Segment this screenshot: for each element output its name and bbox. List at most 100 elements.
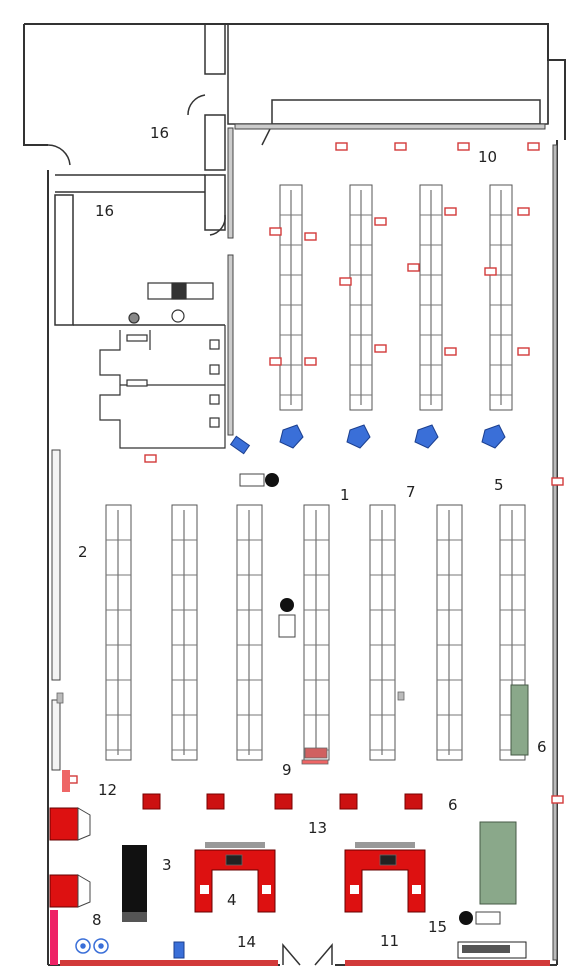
case-b-shelf xyxy=(77,874,91,908)
hatched-wall-right xyxy=(552,144,558,961)
register-15-inner xyxy=(462,945,510,953)
label-14: 14 xyxy=(237,933,256,951)
washroom-outline xyxy=(99,325,226,449)
hatched-walls xyxy=(51,123,558,961)
red-tag-7 xyxy=(304,357,317,366)
label-2: 2 xyxy=(78,543,88,561)
storage-room-main xyxy=(227,23,549,125)
room-16-left-block xyxy=(54,194,74,326)
camera-symbol-b xyxy=(280,598,294,612)
label-13: 13 xyxy=(308,819,327,837)
camera-b-base xyxy=(278,614,296,638)
washroom-area xyxy=(99,282,226,449)
blue-station-2 xyxy=(346,424,371,449)
red-tag-9 xyxy=(374,217,387,226)
red-tag-13 xyxy=(444,207,457,216)
aisle-5-mark xyxy=(397,691,405,701)
upper-racks xyxy=(279,184,513,411)
counter-device xyxy=(171,282,187,300)
counter-4-sq-a xyxy=(200,885,209,894)
label-6b: 6 xyxy=(448,796,458,814)
label-12: 12 xyxy=(98,781,117,799)
blue-device-14 xyxy=(173,941,185,959)
hatched-wall-top xyxy=(234,123,546,130)
area-labels: 1 2 3 4 5 6 6 7 8 9 10 11 12 13 14 15 16… xyxy=(78,124,547,951)
label-4: 4 xyxy=(227,891,237,909)
lower-racks xyxy=(105,504,526,761)
hatched-wall-vert-a xyxy=(227,127,234,239)
door-arc-b xyxy=(209,214,226,236)
label-16a: 16 xyxy=(150,124,169,142)
fridges xyxy=(479,684,529,905)
entrance-doors xyxy=(282,942,333,966)
hatched-wall-left xyxy=(51,449,61,681)
blue-station-4 xyxy=(481,424,506,449)
display-stand-5 xyxy=(404,793,423,810)
misc-marks xyxy=(56,691,405,866)
red-tag-21 xyxy=(551,795,564,804)
fridge-6-lower xyxy=(479,821,517,905)
red-tag-16 xyxy=(517,207,530,216)
cart-b-dot xyxy=(98,943,104,949)
counter-4-device xyxy=(225,854,243,866)
counter-13-sq-b xyxy=(412,885,421,894)
stall-label-b xyxy=(126,379,148,387)
red-tag-8 xyxy=(269,357,282,366)
door-arc-c xyxy=(47,144,71,166)
sink-a xyxy=(128,312,140,324)
camera-c-base xyxy=(475,911,501,925)
red-tag-6 xyxy=(304,232,317,241)
red-tag-12 xyxy=(407,263,420,272)
freezer-3-body xyxy=(122,845,147,920)
storage-column-b xyxy=(204,114,226,171)
left-red-strip xyxy=(50,910,58,965)
counter-4-top-strip xyxy=(205,842,265,848)
label-3: 3 xyxy=(162,856,172,874)
rack-4-end-mark xyxy=(304,747,328,759)
red-tag-20 xyxy=(551,477,564,486)
red-tag-11 xyxy=(374,344,387,353)
red-tag-18 xyxy=(144,454,157,463)
label-8: 8 xyxy=(92,911,102,929)
rack-shelf-dividers xyxy=(106,214,525,751)
entrance-door-left xyxy=(282,942,301,966)
label-11: 11 xyxy=(380,932,399,950)
label-7: 7 xyxy=(406,483,416,501)
left-upper-red-strip xyxy=(62,770,70,792)
case-a-shelf xyxy=(77,807,91,841)
counter-13-device xyxy=(379,854,397,866)
entrance-door-right xyxy=(314,942,333,966)
display-stands xyxy=(142,793,423,810)
camera-symbol-c xyxy=(459,911,473,925)
door-arc-a xyxy=(187,94,206,116)
counter-13-sq-a xyxy=(350,885,359,894)
toilet-a xyxy=(209,339,220,350)
counter-4-sq-b xyxy=(262,885,271,894)
display-stand-1 xyxy=(142,793,161,810)
red-shelf-tags xyxy=(65,142,564,804)
blue-device xyxy=(229,435,251,455)
red-tag-4 xyxy=(527,142,540,151)
display-stand-3 xyxy=(274,793,293,810)
top-warehouse-wall xyxy=(24,23,566,140)
label-5: 5 xyxy=(494,476,504,494)
red-tag-17 xyxy=(517,347,530,356)
red-tag-10 xyxy=(339,277,352,286)
checkout-counter-13 xyxy=(344,849,426,913)
sink-b xyxy=(171,309,185,323)
toilet-c xyxy=(209,394,220,405)
red-tag-1 xyxy=(335,142,348,151)
checkout-counters xyxy=(194,842,426,913)
label-15: 15 xyxy=(428,918,447,936)
carts-8 xyxy=(75,938,109,954)
left-red-case-a xyxy=(49,807,79,841)
display-stand-4 xyxy=(339,793,358,810)
hatched-wall-vert-b xyxy=(227,254,234,436)
camera-a-base xyxy=(239,473,265,487)
blue-stations xyxy=(173,424,506,959)
label-16b: 16 xyxy=(95,202,114,220)
checkout-counter-4 xyxy=(194,849,276,913)
counter-13-top-strip xyxy=(355,842,415,848)
left-red-case-b xyxy=(49,874,79,908)
